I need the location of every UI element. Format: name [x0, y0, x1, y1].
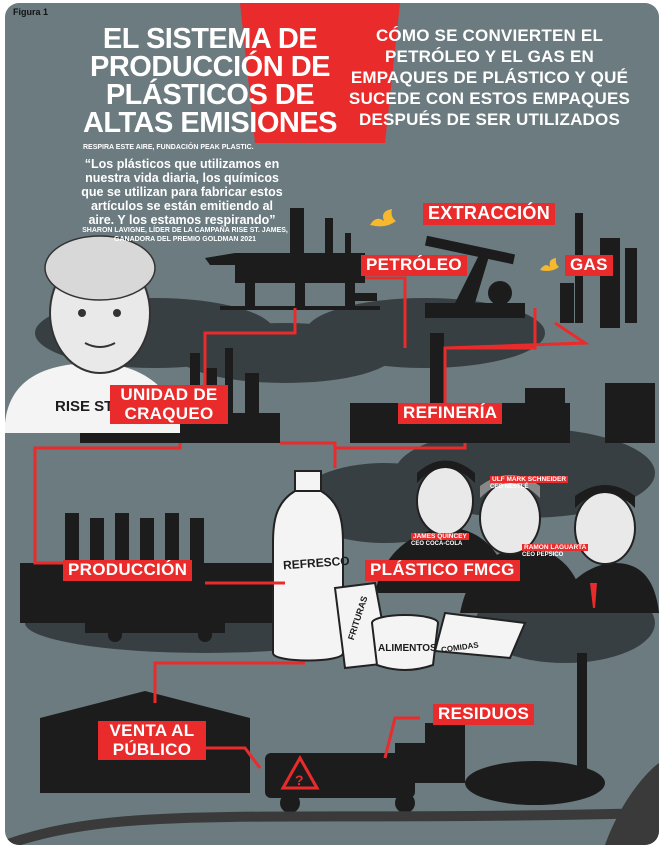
source-credit: RESPIRA ESTE AIRE, FUNDACIÓN PEAK PLASTI…: [83, 144, 254, 151]
subtitle: CÓMO SE CONVIERTEN EL PETRÓLEO Y EL GAS …: [348, 26, 631, 129]
stage-label-waste: RESIDUOS: [433, 704, 535, 725]
stage-label-extraction: EXTRACCIÓN: [423, 203, 556, 225]
executive-label-schneider: ULF MARK SCHNEIDER CEO NESTLÉ: [490, 476, 569, 491]
oil-rig-icon: [205, 208, 377, 308]
stage-label-cracker: UNIDAD DE CRAQUEO: [110, 385, 228, 425]
executive-role: CEO COCA-COLA: [411, 541, 463, 547]
figure-label: Figura 1: [13, 7, 49, 17]
svg-text:?: ?: [295, 772, 304, 788]
stage-label-oil: PETRÓLEO: [361, 255, 467, 276]
tray-icon: [433, 611, 527, 660]
recycle-icon: ?: [280, 754, 320, 790]
pumpjack-icon: [424, 235, 525, 318]
title-red-block: [240, 3, 400, 143]
shirt-text: RISE ST: [55, 398, 114, 415]
stage-label-fmcg: PLÁSTICO FMCG: [365, 560, 520, 581]
executive-label-quincey: JAMES QUINCEY CEO COCA-COLA: [411, 533, 469, 548]
flow-lines: [33, 276, 590, 769]
main-title: EL SISTEMA DE PRODUCCIÓN DE PLÁSTICOS DE…: [82, 23, 338, 139]
executive-role: CEO NESTLÉ: [490, 484, 529, 490]
executive-name: JAMES QUINCEY: [411, 533, 469, 540]
infographic-panel: ?: [5, 3, 659, 845]
stage-label-refinery: REFINERÍA: [398, 403, 503, 424]
garbage-truck-icon: [265, 743, 435, 813]
stage-label-gas: GAS: [565, 255, 613, 276]
tub-icon: [371, 614, 439, 671]
bottle-icon: [272, 470, 344, 662]
portrait-sharon-lavigne: [5, 235, 180, 433]
executive-role: CEO PEPSICO: [522, 552, 564, 558]
quote-text: “Los plásticos que utilizamos en nuestra…: [81, 157, 283, 227]
product-label-tub: ALIMENTOS: [378, 643, 437, 654]
executive-name: RAMON LAGUARTA: [522, 544, 589, 551]
quote-author: SHARON LAVIGNE, LÍDER DE LA CAMPAÑA RISE…: [82, 227, 288, 243]
stage-label-retail: VENTA AL PÚBLICO: [98, 721, 206, 761]
flame-icon: [370, 209, 396, 227]
flame-icon-gas: [540, 258, 559, 271]
smokestack-icon: [425, 653, 605, 805]
executive-name: ULF MARK SCHNEIDER: [490, 476, 569, 483]
executive-label-laguarta: RAMON LAGUARTA CEO PEPSICO: [522, 544, 589, 559]
stage-label-production: PRODUCCIÓN: [63, 560, 193, 581]
